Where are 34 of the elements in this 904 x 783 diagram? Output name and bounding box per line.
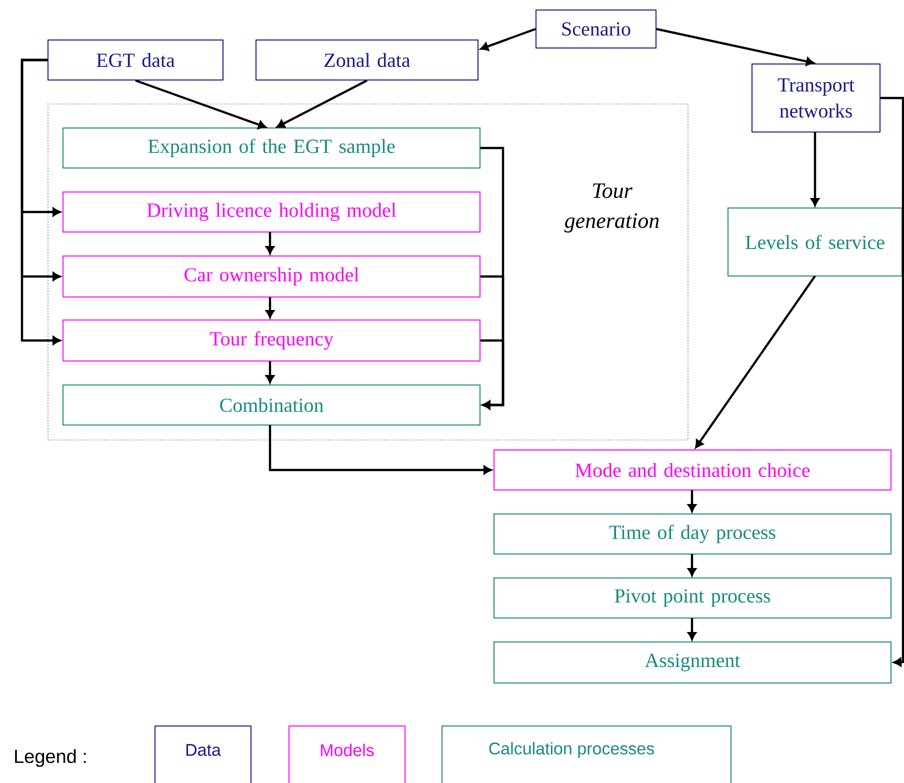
arrow (20, 58, 61, 345)
arrow (268, 425, 492, 474)
arrow (688, 490, 696, 512)
legend-item: Models (288, 726, 406, 783)
arrow (135, 79, 266, 130)
process-box: Combination (62, 384, 480, 426)
data-box: Transport networks (752, 64, 880, 132)
process-box: Assignment (494, 642, 892, 684)
model-box: Tour frequency (62, 320, 480, 362)
process-box: Pivot point process (494, 578, 892, 618)
arrow (810, 132, 820, 206)
arrow (266, 297, 274, 318)
data-box: Zonal data (256, 40, 478, 80)
legend-title: Legend : (15, 749, 86, 767)
arrow (880, 96, 904, 666)
data-box: EGT data (48, 40, 224, 80)
arrow (276, 80, 368, 128)
model-box: Mode and destination choice (494, 450, 892, 490)
arrow (688, 618, 696, 640)
process-box: Expansion of the EGT sample (62, 128, 480, 168)
model-box: Driving licence holding model (62, 192, 480, 232)
legend-item: Calculation processes (442, 726, 732, 783)
data-box: Scenario (536, 10, 656, 48)
arrow (266, 361, 274, 384)
arrow (656, 28, 814, 66)
arrow (480, 28, 536, 51)
arrow (480, 339, 504, 410)
arrow (695, 275, 816, 448)
legend-item: Data (154, 726, 252, 783)
process-box: Levels of service (728, 208, 902, 276)
arrow (266, 232, 274, 254)
process-box: Time of day process (494, 514, 892, 554)
arrow (688, 554, 696, 576)
model-box: Car ownership model (62, 256, 480, 298)
